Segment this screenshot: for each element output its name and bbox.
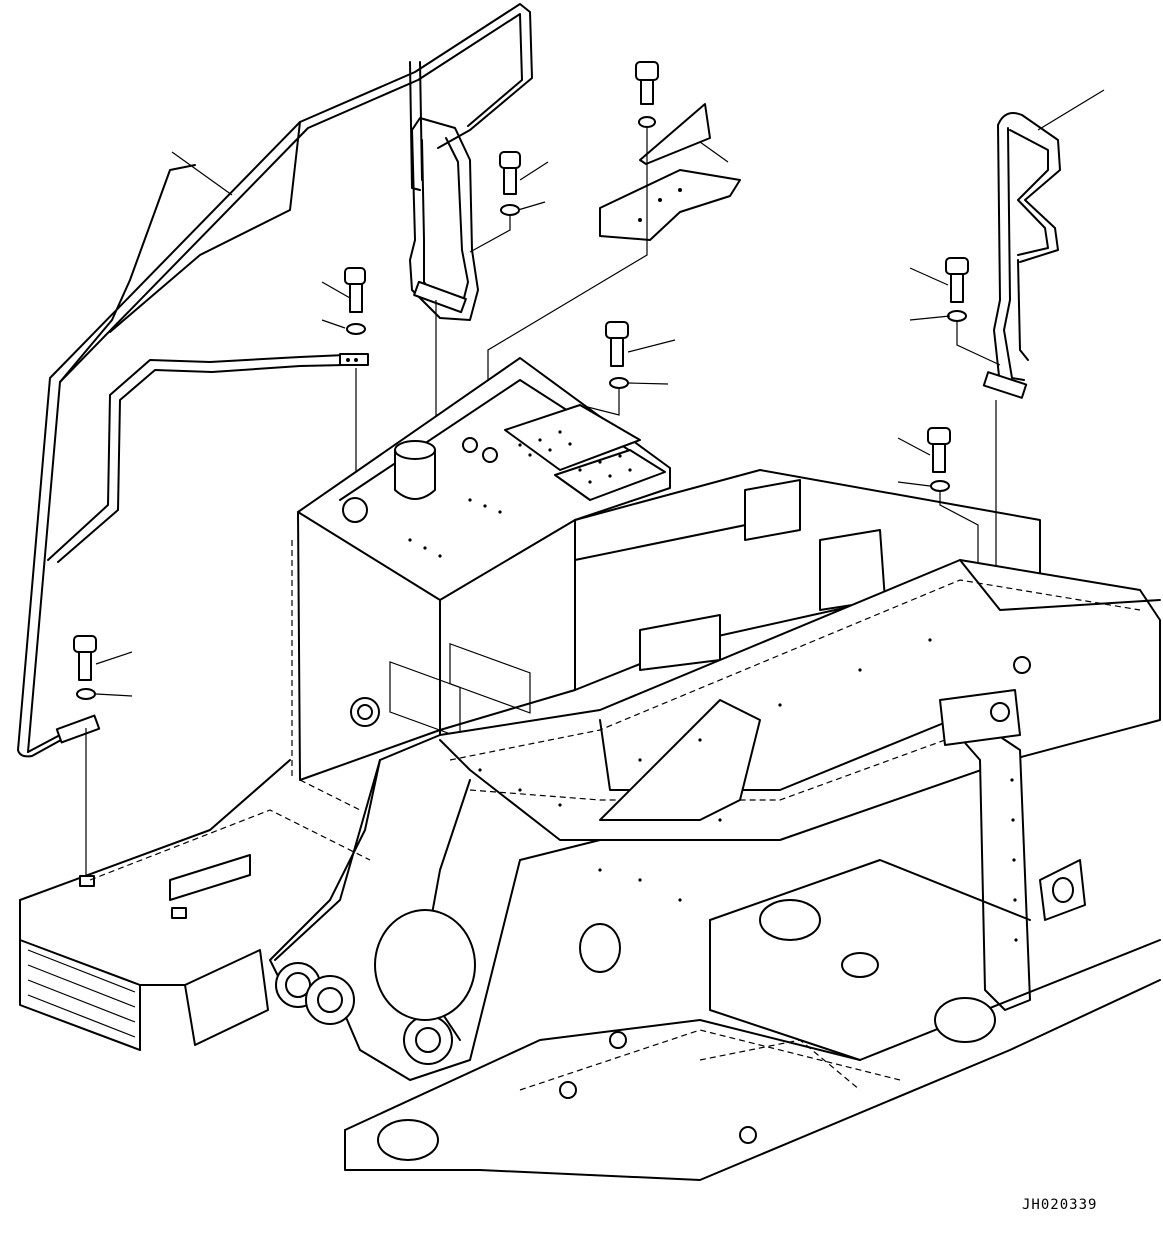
bolt-upper-1 xyxy=(499,151,521,216)
bolt-right-lower xyxy=(927,427,951,492)
bolts-and-washers xyxy=(73,61,969,700)
bolt-left-lower xyxy=(73,635,97,700)
left-step-deck xyxy=(19,759,371,1051)
callout-leader-lines xyxy=(95,89,1105,697)
center-grab-handle xyxy=(409,117,479,321)
right-post xyxy=(939,656,1086,1011)
frame-holes xyxy=(478,638,932,902)
lower-frame xyxy=(344,859,1161,1181)
drawing-code: JH020339 xyxy=(1022,1197,1098,1213)
mounting-bracket xyxy=(599,103,741,241)
left-handrail-large xyxy=(17,3,533,758)
right-handrail xyxy=(982,112,1061,399)
bolt-upper-2 xyxy=(344,267,366,335)
bolt-center xyxy=(605,321,629,389)
tank-panel-holes xyxy=(408,430,632,558)
main-frame-beam xyxy=(269,559,1161,1081)
bolt-top-center xyxy=(635,61,659,128)
bolt-right-upper xyxy=(945,257,969,322)
tank-block xyxy=(291,357,671,811)
